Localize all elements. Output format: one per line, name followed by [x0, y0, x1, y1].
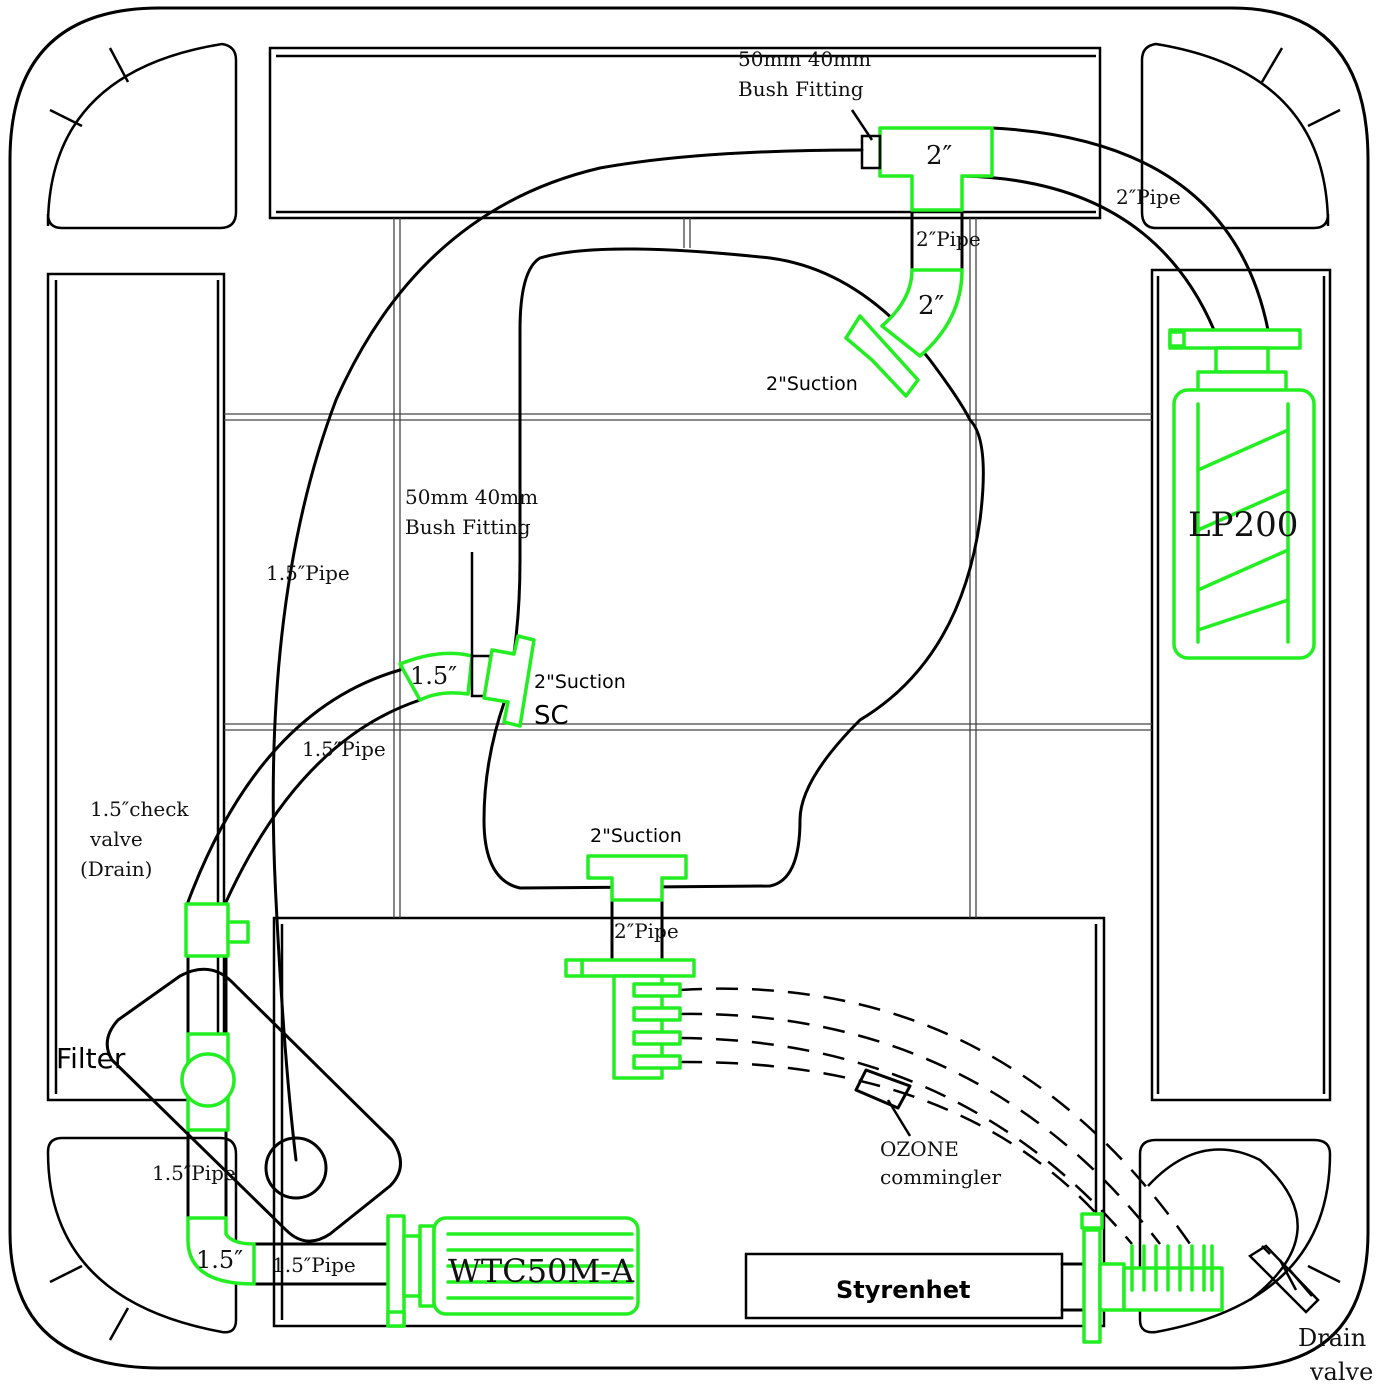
fittings — [180, 126, 1316, 1344]
svg-text:Bush Fitting: Bush Fitting — [738, 77, 864, 101]
lp200-label: LP200 — [1188, 505, 1298, 545]
drain-valve — [1248, 1244, 1320, 1314]
suction-mid — [482, 634, 536, 728]
suction-top-label: 2"Suction — [766, 373, 858, 395]
svg-text:50mm 40mm: 50mm 40mm — [405, 485, 538, 509]
elbow-top — [880, 268, 964, 358]
air-manifold — [564, 958, 696, 1080]
bush-top — [860, 134, 882, 170]
check-valve-line2: valve — [89, 827, 143, 851]
left-bench — [46, 272, 226, 1102]
outlet-fitting — [1080, 1212, 1224, 1344]
filter-label: Filter — [56, 1042, 126, 1075]
svg-text:OZONE: OZONE — [880, 1137, 959, 1161]
pipe-bottom-label: 2″Pipe — [614, 919, 679, 943]
top-bench — [268, 46, 1102, 220]
svg-text:Bush Fitting: Bush Fitting — [405, 515, 531, 539]
svg-text:(Drain): (Drain) — [80, 857, 152, 881]
air-lines — [679, 987, 1192, 1245]
pump-label: WTC50M-A — [448, 1252, 635, 1290]
svg-text:Drain: Drain — [1298, 1324, 1366, 1352]
right-bench — [1150, 268, 1332, 1102]
pipe-15-left-label: 1.5″Pipe — [266, 561, 350, 585]
labels: 50mm 40mm Bush Fitting 2″ 2″Pipe 2″Pipe … — [56, 47, 1373, 1386]
bush-top-line1: 50mm 40mm — [738, 47, 871, 71]
pipe-top-mid-label: 2″Pipe — [916, 227, 981, 251]
suction-bottom-label: 2"Suction — [590, 825, 682, 847]
pipe-15-mid-label: 1.5″Pipe — [302, 737, 386, 761]
pipe-15-pump-label: 1.5″Pipe — [272, 1253, 356, 1277]
corner-seat-tl — [46, 42, 238, 230]
elbow-15-bottom-label: 1.5″ — [196, 1246, 243, 1274]
corner-seat-br — [1138, 1138, 1332, 1334]
elbow-bottom — [186, 1216, 256, 1286]
check-valve-line3: (Drain) — [80, 857, 152, 881]
svg-text:50mm 40mm: 50mm 40mm — [738, 47, 871, 71]
svg-text:1.5″check: 1.5″check — [90, 797, 189, 821]
drain-valve-line2: valve — [1309, 1358, 1373, 1386]
elbow-top-label: 2″ — [918, 291, 945, 321]
svg-text:commingler: commingler — [880, 1165, 1001, 1189]
svg-text:valve: valve — [1309, 1358, 1373, 1386]
lp200-unit — [1168, 328, 1316, 660]
pipe-top-right-label: 2″Pipe — [1116, 185, 1181, 209]
suction-top — [844, 314, 920, 398]
bush-top-line2: Bush Fitting — [738, 77, 864, 101]
elbow-15-label: 1.5″ — [410, 662, 457, 690]
drain-valve-line1: Drain — [1298, 1324, 1366, 1352]
control-unit-label: Styrenhet — [836, 1276, 970, 1304]
svg-text:valve: valve — [89, 827, 143, 851]
suction-bottom — [586, 854, 688, 902]
ozone-line1: OZONE — [880, 1137, 959, 1161]
ozone-commingler — [854, 1068, 912, 1137]
ozone-line2: commingler — [880, 1165, 1001, 1189]
bush-mid-line1: 50mm 40mm — [405, 485, 538, 509]
filter — [105, 967, 402, 1243]
pipes — [186, 126, 1270, 1312]
check-valve-line1: 1.5″check — [90, 797, 189, 821]
control-unit-box — [744, 1252, 1064, 1320]
floor-grid — [224, 218, 1152, 918]
pipe-15-filter-label: 1.5″Pipe — [152, 1161, 236, 1185]
sc-label: SC — [534, 701, 569, 731]
check-valve — [184, 902, 230, 958]
corner-seat-bl — [46, 1136, 238, 1334]
suction-mid-label: 2"Suction — [534, 671, 626, 693]
corner-seat-tr — [1140, 42, 1330, 230]
tee-top-label: 2″ — [926, 141, 953, 171]
bush-mid-line2: Bush Fitting — [405, 515, 531, 539]
tee-top — [878, 126, 994, 212]
elbow-mid — [398, 651, 474, 702]
pump-wtc50m-a — [386, 1214, 640, 1328]
